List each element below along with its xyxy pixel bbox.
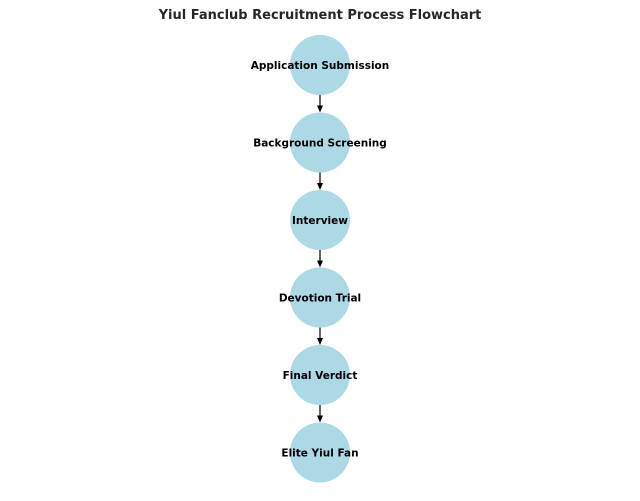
node-application-submission: Application Submission: [251, 35, 390, 95]
edge-final-verdict-to-elite-yiul-fan: [317, 405, 323, 423]
arrowhead-icon: [317, 260, 323, 268]
node-circle: [290, 422, 350, 483]
arrowhead-icon: [317, 338, 323, 345]
node-circle: [290, 267, 350, 328]
node-interview: Interview: [290, 190, 350, 250]
node-final-verdict: Final Verdict: [283, 345, 358, 405]
node-label: Interview: [292, 215, 348, 227]
node-devotion-trial: Devotion Trial: [279, 267, 361, 328]
node-label: Application Submission: [251, 60, 390, 72]
node-circle: [290, 345, 350, 405]
edge-devotion-trial-to-final-verdict: [317, 327, 323, 345]
edges-layer: [317, 95, 323, 423]
arrowhead-icon: [317, 105, 323, 113]
edge-interview-to-devotion-trial: [317, 250, 323, 268]
edge-background-screening-to-interview: [317, 172, 323, 190]
node-circle: [290, 112, 350, 173]
flowchart-title: Yiul Fanclub Recruitment Process Flowcha…: [158, 8, 482, 23]
node-label: Elite Yiul Fan: [281, 448, 358, 460]
node-label: Background Screening: [253, 138, 387, 150]
node-circle: [290, 35, 350, 95]
edge-application-submission-to-background-screening: [317, 95, 323, 113]
node-background-screening: Background Screening: [253, 112, 387, 173]
node-label: Final Verdict: [283, 370, 358, 382]
arrowhead-icon: [317, 183, 323, 190]
node-label: Devotion Trial: [279, 293, 361, 305]
node-circle: [290, 190, 350, 250]
node-elite-yiul-fan: Elite Yiul Fan: [281, 422, 359, 483]
arrowhead-icon: [317, 415, 323, 423]
